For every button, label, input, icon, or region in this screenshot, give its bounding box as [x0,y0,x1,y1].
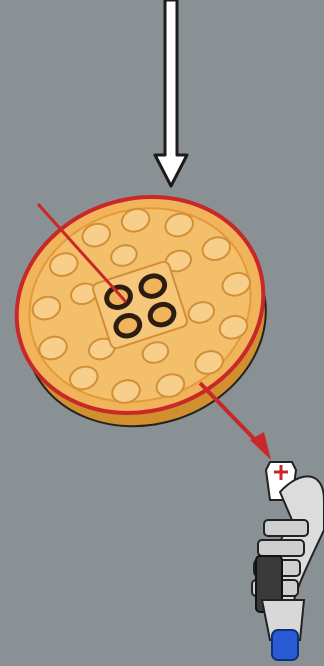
arrow-diagonal-icon [200,383,271,460]
arrow-down-icon [155,0,187,186]
axle-connector-icon [252,462,324,660]
